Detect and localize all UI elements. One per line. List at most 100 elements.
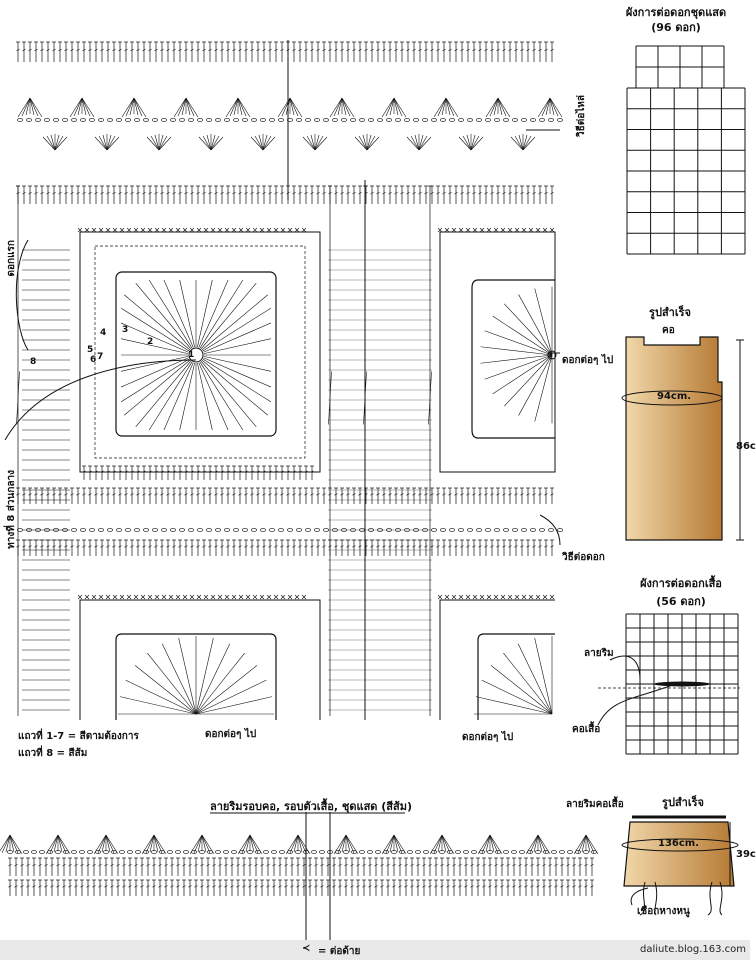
motif4-spoke — [503, 652, 553, 715]
motif2-top-sc-row — [437, 227, 555, 233]
vertical-join-column-3 — [428, 185, 432, 716]
join-method-callout — [539, 514, 561, 546]
diagram1-title: ผังการต่อดอกชุดแสด — [625, 6, 727, 19]
motif2-spoke — [518, 294, 553, 356]
shape1-width: 94cm. — [657, 391, 692, 402]
top-fan-band-1 — [17, 97, 563, 118]
row-number-1: 1 — [188, 350, 195, 360]
row-number-7: 7 — [97, 352, 104, 362]
motif4-spoke — [475, 696, 553, 715]
motif4-top-sc-row — [437, 594, 555, 600]
motif2-spoke — [534, 354, 553, 422]
motif1-spoke — [135, 360, 192, 428]
motif1-spoke — [199, 361, 244, 431]
motif3-spoke — [119, 696, 197, 715]
top-fan-band-2 — [42, 134, 536, 151]
motif1-spoke — [199, 279, 244, 349]
shoulder-join-label: วิธีต่อไหล่ — [576, 95, 587, 137]
motif2-spoke — [484, 354, 553, 380]
join-yarn-symbol-icon: ≺ — [302, 943, 311, 954]
motif1-spoke — [201, 359, 269, 416]
join-yarn-legend: = ต่อด้าย — [318, 946, 361, 957]
motif3-spoke — [147, 652, 197, 715]
diagram2-count: (56 ดอก) — [656, 595, 706, 608]
motif2-center — [547, 350, 557, 360]
motif1-spoke — [148, 279, 193, 349]
motif1-spoke — [163, 362, 194, 431]
top-tall-stitch-band — [16, 41, 554, 62]
motif2-outer — [439, 231, 556, 473]
shape2-width: 136cm. — [658, 838, 700, 849]
shape2-height: 39c — [736, 849, 756, 860]
motif2-spoke — [484, 330, 553, 356]
motif2-inner — [471, 279, 555, 439]
shape1-neck-label: คอ — [662, 325, 675, 336]
shape1-title: รูปสำเร็จ — [649, 306, 691, 319]
motif3-spoke — [125, 679, 197, 715]
row-number-5: 5 — [87, 345, 94, 355]
vertical-join-column-1 — [328, 185, 332, 716]
shape1-height: 86c — [736, 441, 756, 452]
motif1-spoke — [120, 358, 190, 403]
motif1-top-sc-row — [77, 227, 307, 233]
motif4-spoke — [517, 643, 553, 715]
motif1-spoke — [203, 338, 272, 354]
motif1-spoke — [120, 322, 189, 353]
motif1-spoke — [120, 357, 189, 388]
motif3-spoke — [178, 637, 197, 715]
shape2-title: รูปสำเร็จ — [662, 796, 704, 809]
motif1-spoke — [179, 279, 195, 348]
motif3-outer — [79, 599, 321, 720]
motif1-spoke — [148, 361, 193, 431]
shape2-ties — [639, 881, 723, 916]
motif1-spoke — [198, 279, 229, 348]
blog-credit: daliute.blog.163.com — [640, 944, 747, 955]
motif3-spoke — [195, 643, 231, 715]
motif4-outer — [439, 599, 555, 720]
motif1-spoke — [197, 362, 213, 431]
shape2-body — [623, 821, 735, 887]
motif2-spoke — [480, 346, 553, 356]
shape2-width-loop — [621, 838, 739, 852]
shape2-tie-label: เชือกหางหนู — [637, 906, 690, 917]
motif3-spoke — [195, 665, 258, 715]
row-number-6: 6 — [90, 355, 97, 365]
motif1-spoke — [203, 356, 272, 372]
motif1-spoke — [202, 358, 272, 403]
join-method-label: วิธีต่อดอก — [562, 552, 605, 563]
motif1-spoke — [203, 357, 272, 388]
motif1-spoke — [163, 279, 194, 348]
motif3-spoke — [134, 665, 197, 715]
diagram2-edge-callout — [609, 655, 641, 681]
motif1-inner-square — [115, 271, 277, 437]
motif2-spoke — [480, 354, 553, 364]
diagram2-neck-label: คอเสื้อ — [572, 724, 601, 735]
next-motif-bottom-label: ดอกต่อๆ ไป — [205, 729, 257, 740]
motif1-spoke — [200, 360, 257, 428]
motif1-spoke — [123, 359, 191, 416]
legend-rows-1-7: แถวที่ 1-7 = สีตามต้องการ — [18, 731, 139, 742]
diagram2-title: ผังการต่อดอกเสื้อ — [640, 577, 722, 590]
motif1-spoke — [203, 322, 272, 353]
motif1-spoke — [197, 279, 213, 348]
motif1-outer-square — [79, 231, 321, 473]
motif1-spoke — [135, 282, 192, 350]
motif4-spoke — [481, 679, 553, 715]
motif4-inner — [477, 633, 555, 720]
row-number-4: 4 — [100, 328, 107, 338]
motif3-spoke — [195, 696, 273, 715]
first-motif-label: ดอกแรก — [6, 240, 17, 277]
shape2-edge-label: ลายริมคอเสื้อ — [566, 799, 624, 810]
motif1-spoke — [179, 362, 195, 431]
motif1-spoke — [120, 338, 189, 354]
footer-bar — [0, 940, 750, 960]
motif3-spoke — [195, 652, 245, 715]
border-stitch-row-2 — [8, 879, 594, 896]
motif1-bottom-stitch — [82, 465, 314, 480]
middle-stitch-band-2 — [16, 539, 554, 556]
center-row8-label: ทางที่ 8 ส่วนกลาง — [6, 470, 17, 549]
top-chain-band — [17, 118, 563, 122]
row-number-8: 8 — [30, 357, 37, 367]
motif2-spoke — [518, 354, 553, 416]
motif3-spoke — [161, 643, 197, 715]
